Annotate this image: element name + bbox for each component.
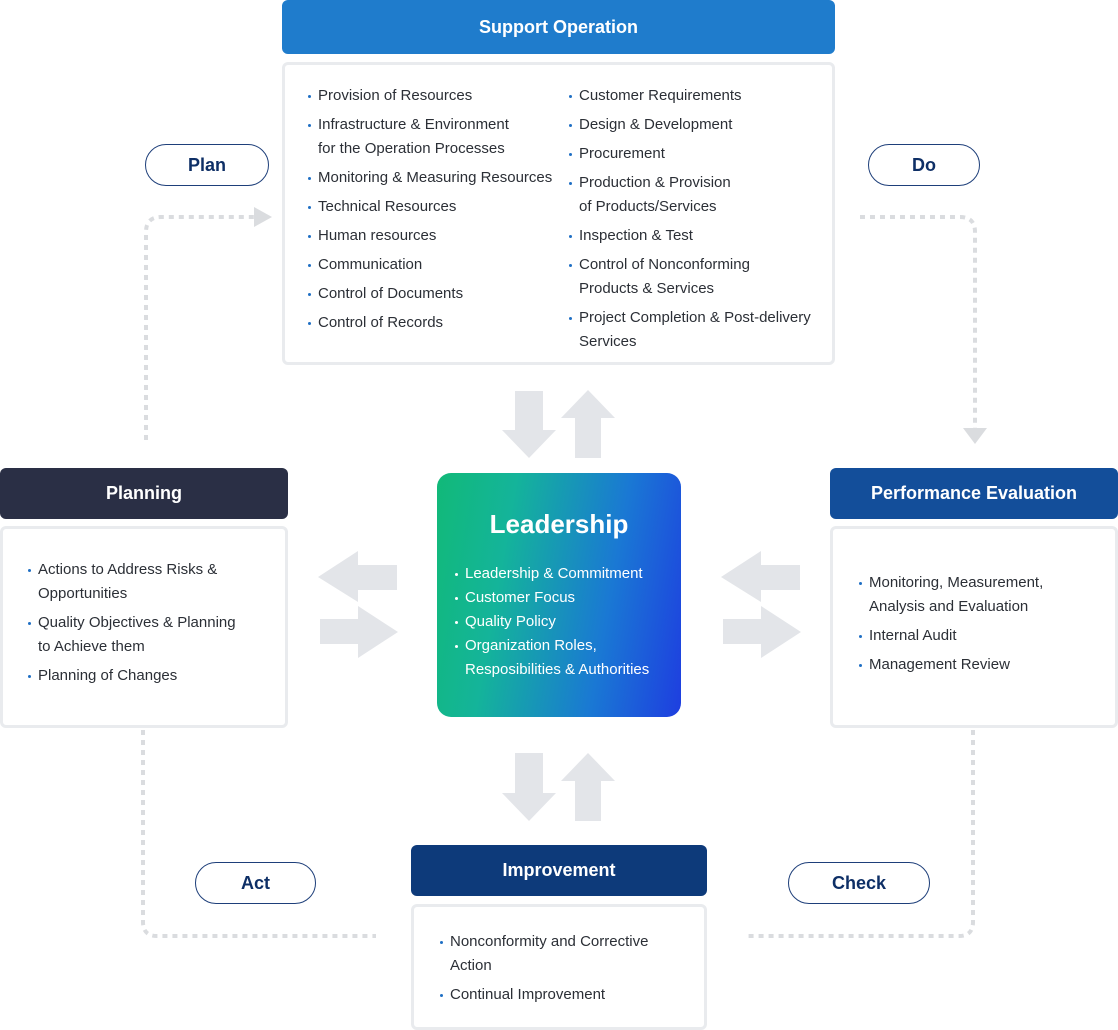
list-item: Management Review [859, 653, 1043, 677]
list-item: Customer Focus [455, 586, 649, 610]
list-item: Human resources [308, 224, 552, 248]
list-item: Infrastructure & Environment for the Ope… [308, 113, 552, 161]
planning-list: Actions to Address Risks & Opportunities… [28, 558, 236, 693]
left-arrow-icon [721, 551, 800, 602]
improvement-list: Nonconformity and Corrective Action Cont… [440, 930, 648, 1012]
list-item: Design & Development [569, 113, 811, 137]
act-label: Act [195, 862, 316, 904]
plan-arrowhead-icon [254, 207, 272, 227]
check-label: Check [788, 862, 930, 904]
list-item: Customer Requirements [569, 84, 811, 108]
do-label-text: Do [912, 154, 936, 175]
check-dotted-connector [744, 730, 975, 938]
performance-evaluation-header: Performance Evaluation [830, 468, 1118, 519]
support-operation-title: Support Operation [479, 16, 638, 37]
right-arrow-icon [723, 606, 801, 658]
leadership-title: Leadership [489, 509, 629, 539]
list-item: Inspection & Test [569, 224, 811, 248]
performance-evaluation-title: Performance Evaluation [870, 483, 1078, 503]
planning-title: Planning [106, 483, 182, 503]
act-label-text: Act [240, 872, 270, 893]
down-arrow-icon [502, 753, 556, 821]
plan-label: Plan [145, 144, 269, 186]
list-item: Production & Provision of Products/Servi… [569, 171, 811, 219]
performance-evaluation-list: Monitoring, Measurement, Analysis and Ev… [859, 571, 1043, 682]
plan-dotted-connector [144, 215, 256, 440]
list-item: Control of Nonconforming Products & Serv… [569, 253, 811, 301]
list-item: Communication [308, 253, 552, 277]
list-item: Control of Records [308, 311, 552, 335]
support-operation-header: Support Operation [282, 0, 835, 54]
up-arrow-icon [561, 390, 615, 458]
left-arrow-icon [318, 551, 397, 602]
up-arrow-icon [561, 753, 615, 821]
improvement-title: Improvement [502, 860, 616, 880]
performance-evaluation-box: Monitoring, Measurement, Analysis and Ev… [830, 526, 1118, 728]
do-label: Do [868, 144, 980, 186]
leadership-list: Leadership & Commitment Customer Focus Q… [455, 562, 649, 682]
list-item: Planning of Changes [28, 664, 236, 688]
list-item: Organization Roles, Resposibilities & Au… [455, 634, 649, 682]
planning-box: Actions to Address Risks & Opportunities… [0, 526, 288, 728]
list-item: Monitoring & Measuring Resources [308, 166, 552, 190]
list-item: Continual Improvement [440, 983, 648, 1007]
list-item: Nonconformity and Corrective Action [440, 930, 648, 978]
list-item: Provision of Resources [308, 84, 552, 108]
list-item: Internal Audit [859, 624, 1043, 648]
right-arrow-icon [320, 606, 398, 658]
list-item: Control of Documents [308, 282, 552, 306]
do-arrowhead-icon [963, 428, 987, 444]
list-item: Procurement [569, 142, 811, 166]
support-operation-left-list: Provision of Resources Infrastructure & … [308, 84, 552, 340]
check-label-text: Check [831, 872, 887, 893]
improvement-box: Nonconformity and Corrective Action Cont… [411, 904, 707, 1030]
list-item: Actions to Address Risks & Opportunities [28, 558, 236, 606]
support-operation-box: Provision of Resources Infrastructure & … [282, 62, 835, 365]
list-item: Technical Resources [308, 195, 552, 219]
improvement-header: Improvement [411, 845, 707, 896]
list-item: Quality Objectives & Planning to Achieve… [28, 611, 236, 659]
act-dotted-connector [141, 730, 376, 938]
do-dotted-connector [860, 215, 977, 428]
leadership-box: Leadership Leadership & Commitment Custo… [437, 473, 681, 717]
list-item: Quality Policy [455, 610, 649, 634]
list-item: Project Completion & Post-delivery Servi… [569, 306, 811, 354]
down-arrow-icon [502, 391, 556, 458]
support-operation-right-list: Customer Requirements Design & Developme… [569, 84, 811, 359]
planning-header: Planning [0, 468, 288, 519]
list-item: Monitoring, Measurement, Analysis and Ev… [859, 571, 1043, 619]
plan-label-text: Plan [187, 154, 226, 175]
list-item: Leadership & Commitment [455, 562, 649, 586]
